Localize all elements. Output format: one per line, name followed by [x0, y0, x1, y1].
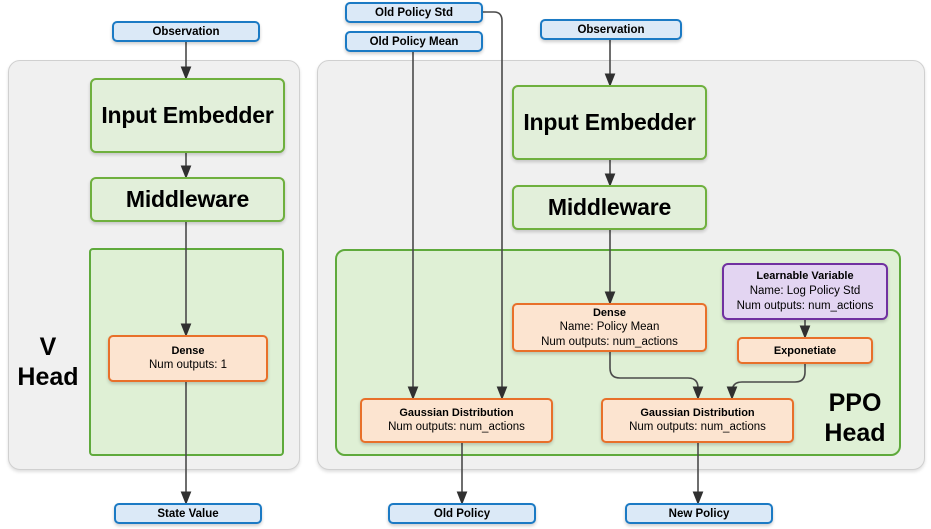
v-head-dense-title: Dense [171, 345, 205, 357]
input-observation-left-label: Observation [152, 25, 220, 38]
ppo-head-middleware-label: Middleware [547, 194, 672, 220]
output-old-policy[interactable]: Old Policy [388, 503, 536, 524]
ppo-head-dense-policy-mean[interactable]: Dense Name: Policy Mean Num outputs: num… [512, 303, 707, 352]
input-observation-right[interactable]: Observation [540, 19, 682, 40]
v-head-dense-num-outputs: Num outputs: 1 [149, 359, 227, 371]
ppo-head-caption-line2: Head [824, 419, 886, 447]
v-head-input-embedder[interactable]: Input Embedder [90, 78, 285, 153]
ppo-head-exponentiate-title: Exponetiate [773, 344, 837, 357]
ppo-head-learnable-variable-num-outputs: Num outputs: num_actions [736, 300, 874, 312]
ppo-head-learnable-variable-name: Name: Log Policy Std [749, 285, 861, 297]
input-old-policy-std-label: Old Policy Std [375, 6, 453, 19]
v-head-caption: V Head [10, 332, 86, 392]
ppo-head-dense-policy-mean-title: Dense [592, 306, 627, 319]
output-old-policy-label: Old Policy [433, 507, 491, 520]
output-new-policy-label: New Policy [668, 507, 730, 520]
v-head-middleware[interactable]: Middleware [90, 177, 285, 222]
v-head-caption-line1: V [39, 333, 57, 361]
ppo-head-dense-policy-mean-num-outputs: Num outputs: num_actions [541, 335, 678, 348]
input-old-policy-mean-label: Old Policy Mean [369, 35, 459, 48]
ppo-head-input-embedder[interactable]: Input Embedder [512, 85, 707, 160]
v-head-input-embedder-label: Input Embedder [101, 102, 274, 128]
ppo-head-gaussian-new-num-outputs: Num outputs: num_actions [629, 421, 766, 433]
ppo-head-learnable-variable[interactable]: Learnable Variable Name: Log Policy Std … [722, 263, 888, 320]
v-head-middleware-label: Middleware [125, 186, 250, 212]
input-observation-right-label: Observation [577, 23, 645, 36]
output-new-policy[interactable]: New Policy [625, 503, 773, 524]
v-head-dense[interactable]: Dense Num outputs: 1 [108, 335, 268, 382]
output-state-value[interactable]: State Value [114, 503, 262, 524]
ppo-head-gaussian-old[interactable]: Gaussian Distribution Num outputs: num_a… [360, 398, 553, 443]
ppo-head-gaussian-new-title: Gaussian Distribution [640, 407, 755, 419]
ppo-head-gaussian-old-title: Gaussian Distribution [399, 407, 514, 419]
ppo-head-gaussian-new[interactable]: Gaussian Distribution Num outputs: num_a… [601, 398, 794, 443]
ppo-head-gaussian-old-num-outputs: Num outputs: num_actions [388, 421, 525, 433]
ppo-head-caption: PPO Head [812, 388, 898, 448]
input-old-policy-std[interactable]: Old Policy Std [345, 2, 483, 23]
v-head-caption-line2: Head [17, 363, 79, 391]
ppo-head-caption-line1: PPO [828, 389, 882, 417]
ppo-head-middleware[interactable]: Middleware [512, 185, 707, 230]
input-old-policy-mean[interactable]: Old Policy Mean [345, 31, 483, 52]
input-observation-left[interactable]: Observation [112, 21, 260, 42]
ppo-head-learnable-variable-title: Learnable Variable [756, 270, 854, 282]
ppo-head-input-embedder-label: Input Embedder [523, 109, 696, 135]
ppo-head-dense-policy-mean-name: Name: Policy Mean [559, 320, 660, 333]
ppo-head-exponentiate[interactable]: Exponetiate [737, 337, 873, 364]
output-state-value-label: State Value [157, 507, 219, 520]
